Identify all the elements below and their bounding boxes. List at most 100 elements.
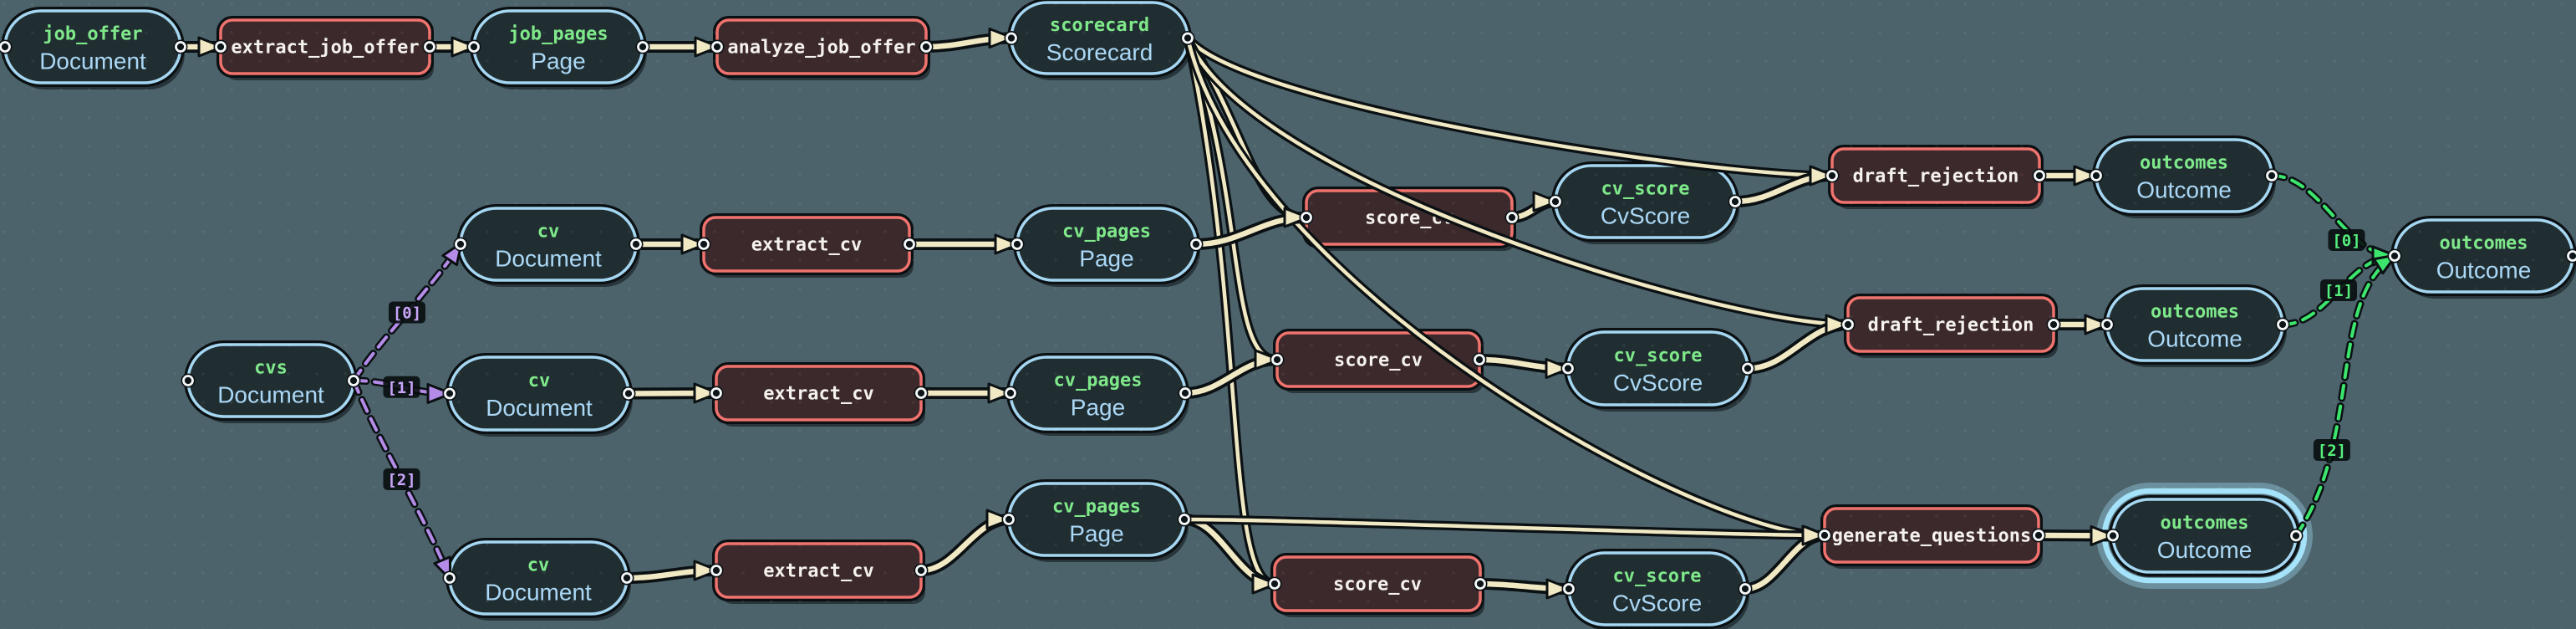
arrowhead-icon [2084,314,2110,335]
arrowhead-icon [693,560,720,581]
edge-scorecard-to-generate_questions [1183,33,1830,540]
output-port-outcomes1[interactable] [2264,168,2279,183]
output-port-cv1[interactable] [629,237,644,252]
edge-label-text: [0] [2332,232,2360,250]
edge-label-bg [383,468,420,490]
input-port-job_pages[interactable] [466,39,481,54]
output-port-extract_cv3[interactable] [914,563,929,578]
edge-label-cvs-[0]: [0] [389,301,425,324]
edge-label-cvs-[1]: [1] [383,376,420,398]
input-port-job_offer[interactable] [0,39,13,54]
output-port-draft_rejection1[interactable] [2032,168,2047,183]
output-port-cv_pages3[interactable] [1177,512,1192,527]
output-port-outcomes2[interactable] [2275,317,2290,332]
output-port-cv_pages2[interactable] [1178,386,1193,401]
output-port-extract_cv2[interactable] [914,386,929,401]
output-port-extract_cv1[interactable] [902,237,917,252]
edge-label-outcomes2-[1]: [1] [2320,279,2357,301]
input-port-score_cv2[interactable] [1270,352,1285,367]
input-port-cv_pages1[interactable] [1010,237,1025,252]
output-port-cv3[interactable] [619,570,634,586]
output-port-cv_score3[interactable] [1738,581,1753,596]
input-port-outcomes1[interactable] [2089,168,2104,183]
output-port-scorecard[interactable] [1180,31,1195,45]
input-port-extract_job_offer[interactable] [213,39,228,54]
output-port-cv2[interactable] [621,386,636,401]
arrowhead-icon [1809,165,1835,187]
edge-line [1185,36,1827,538]
edge-label-text: [1] [2324,282,2353,300]
edge-scorecard-to-score_cv3 [1183,33,1280,589]
arrowhead-icon [987,382,1014,404]
input-port-cv_pages2[interactable] [1003,386,1018,401]
arrowhead-icon [988,28,1015,49]
input-port-draft_rejection1[interactable] [1825,168,1840,183]
edge-label-outcomes3-[2]: [2] [2313,438,2350,461]
input-port-score_cv3[interactable] [1267,576,1282,591]
input-port-outcomes3[interactable] [2105,529,2120,543]
output-port-outcomes3[interactable] [2288,529,2304,543]
edge-label-bg [2328,228,2365,251]
edge-line [1185,36,1851,327]
edge-label-text: [2] [2318,442,2346,460]
arrowhead-icon [426,383,453,404]
input-port-scorecard[interactable] [1004,31,1019,45]
output-port-job_pages[interactable] [635,39,650,54]
input-port-score_cv1[interactable] [1299,210,1314,225]
output-port-score_cv2[interactable] [1472,352,1487,367]
output-port-score_cv1[interactable] [1504,210,1520,225]
arrowhead-icon [2073,165,2100,187]
arrowhead-icon [680,233,707,255]
edge-line [2294,254,2396,538]
arrowhead-icon [1545,578,1572,600]
edge-label-bg [383,376,420,398]
input-port-generate_questions[interactable] [1817,528,1832,543]
arrowhead-icon [693,382,720,404]
output-port-outcomes_final[interactable] [2565,248,2576,263]
output-port-cv_score2[interactable] [1740,361,1755,376]
arrowhead-icon [1251,573,1278,595]
input-port-cv2[interactable] [442,386,457,401]
arrowhead-icon [1283,207,1310,228]
input-port-cv3[interactable] [442,570,457,586]
input-port-analyze_job_offer[interactable] [710,39,725,54]
input-port-cv_pages3[interactable] [1001,512,1016,527]
input-port-cv_score2[interactable] [1560,361,1576,376]
arrowhead-icon [1801,524,1828,546]
edge-line [1182,517,1827,538]
input-port-draft_rejection2[interactable] [1840,317,1856,332]
edge-line [1185,36,1277,586]
output-port-cvs[interactable] [346,373,361,388]
arrowhead-icon [1545,358,1571,379]
input-port-extract_cv3[interactable] [709,563,724,578]
output-port-extract_job_offer[interactable] [422,39,437,54]
edge-label-text: [2] [387,471,415,489]
input-port-cv1[interactable] [453,237,468,252]
input-port-cvs[interactable] [181,373,196,388]
edge-scorecard-to-draft_rejection2 [1183,33,1853,330]
arrowhead-icon [1825,314,1851,335]
output-port-cv_score1[interactable] [1728,194,1743,209]
input-port-extract_cv1[interactable] [696,237,711,252]
output-port-cv_pages1[interactable] [1189,237,1204,252]
output-port-job_offer[interactable] [173,39,188,54]
arrowhead-icon [197,36,224,58]
edge-cv_pages3-to-generate_questions [1179,514,1830,540]
edge-line [1185,36,1835,178]
arrowhead-icon [451,36,477,58]
arrowhead-icon [2090,525,2116,546]
input-port-cv_score3[interactable] [1561,581,1576,596]
output-port-score_cv3[interactable] [1473,576,1488,591]
output-port-generate_questions[interactable] [2031,528,2046,543]
edge-label-bg [2320,279,2357,301]
edge-label-bg [2313,438,2350,461]
output-port-analyze_job_offer[interactable] [919,39,934,54]
input-port-outcomes_final[interactable] [2387,248,2402,263]
arrowheads-layer [197,28,2398,600]
output-port-draft_rejection2[interactable] [2046,317,2061,332]
input-port-cv_score1[interactable] [1548,194,1563,209]
input-port-extract_cv2[interactable] [709,386,724,401]
input-port-outcomes2[interactable] [2100,317,2115,332]
